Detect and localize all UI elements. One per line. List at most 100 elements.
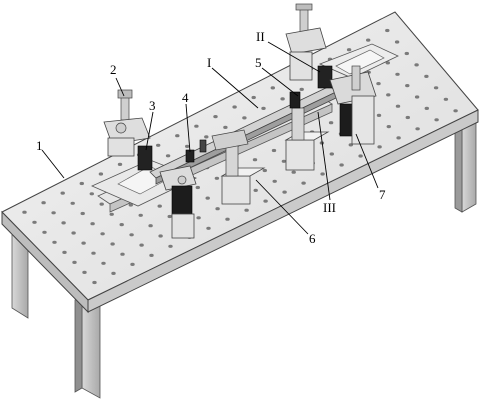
table-hole (261, 106, 266, 110)
left-clamp-assembly (103, 89, 151, 157)
table-hole (214, 176, 220, 180)
table-hole (81, 241, 86, 245)
table-hole (185, 144, 190, 148)
leader-6 (255, 179, 309, 235)
table-hole (394, 40, 400, 44)
table-hole (366, 38, 371, 42)
table-hole (251, 95, 256, 100)
table-hole (72, 260, 77, 264)
table-hole (167, 214, 172, 219)
table-hole (253, 188, 258, 192)
table-hole (60, 191, 65, 195)
table-hole (206, 226, 211, 230)
table-hole (79, 181, 85, 186)
table-hole (215, 207, 220, 211)
table-hole (109, 212, 114, 216)
leader-II (267, 41, 321, 73)
table-hole (328, 121, 334, 125)
table-hole (119, 223, 124, 227)
table-hole (61, 221, 66, 225)
table-hole (51, 211, 56, 215)
table-hole (92, 280, 97, 285)
table-hole (291, 170, 296, 174)
table-hole (130, 262, 135, 266)
table-hole (148, 224, 153, 228)
table-hole (433, 86, 439, 90)
table-hole (280, 97, 285, 101)
table-hole (120, 252, 125, 256)
table-hole (329, 152, 334, 156)
table-hole (395, 104, 401, 108)
label-3: 3 (149, 98, 156, 113)
table-hole (301, 181, 306, 185)
label-5: 5 (255, 55, 262, 70)
right-support-plate (318, 43, 399, 79)
leader-1 (41, 149, 65, 179)
table-hole (22, 210, 27, 214)
table-hole (204, 135, 209, 139)
table-hole (434, 118, 439, 122)
table-hole (62, 250, 67, 254)
table-hole (443, 97, 449, 101)
leader-3 (145, 111, 154, 151)
table-hole (263, 199, 268, 203)
table-hole (89, 192, 95, 196)
leader-5 (261, 67, 299, 97)
table-top (1, 11, 479, 314)
label-1: 1 (36, 138, 43, 153)
table-hole (158, 234, 163, 238)
leader-III (317, 111, 331, 201)
table-hole (424, 106, 429, 110)
table-hole (32, 220, 37, 224)
table-hole (270, 86, 275, 90)
table-hole (149, 253, 154, 257)
left-front-clamp (159, 165, 197, 239)
table-hole (252, 158, 258, 162)
table-hole (139, 243, 144, 247)
label-6: 6 (309, 231, 316, 246)
table-hole (358, 154, 363, 158)
table-hole (82, 270, 87, 274)
table-hole (223, 125, 228, 129)
table-hole (262, 168, 267, 173)
table-hole (244, 208, 249, 212)
table-hole (385, 61, 390, 65)
table-hole (453, 109, 458, 113)
table-hole (111, 271, 116, 275)
table-hole (213, 115, 218, 119)
table-hole (404, 51, 409, 56)
table-hole (70, 201, 75, 205)
table-hole (165, 154, 171, 158)
label-4: 4 (182, 90, 189, 105)
table-hole (52, 240, 57, 244)
table-hole (129, 233, 134, 237)
table-hole (282, 190, 287, 194)
label-2: 2 (110, 62, 117, 77)
table-hole (90, 222, 95, 226)
table-hole (225, 217, 230, 221)
table-hole (91, 251, 96, 255)
label-II: II (256, 29, 265, 44)
table-hole (138, 213, 143, 217)
table-hole (196, 216, 201, 220)
leader-I (211, 67, 259, 109)
table-hole (205, 196, 210, 200)
label-III: III (323, 200, 336, 215)
table-hole (80, 211, 85, 216)
table-hole (98, 172, 104, 176)
right-front-clamp (329, 65, 377, 145)
table-hole (405, 115, 410, 120)
leader-4 (185, 103, 191, 153)
table-hole (101, 261, 106, 265)
table-hole (272, 179, 277, 183)
table-hole (71, 231, 76, 235)
table-hole (386, 93, 391, 97)
table-hole (415, 127, 420, 131)
table-hole (232, 105, 237, 109)
table-hole (156, 143, 161, 147)
table-hole (100, 232, 105, 236)
table-hole (157, 204, 162, 208)
table-hole (194, 124, 199, 128)
table-hole (42, 230, 47, 234)
